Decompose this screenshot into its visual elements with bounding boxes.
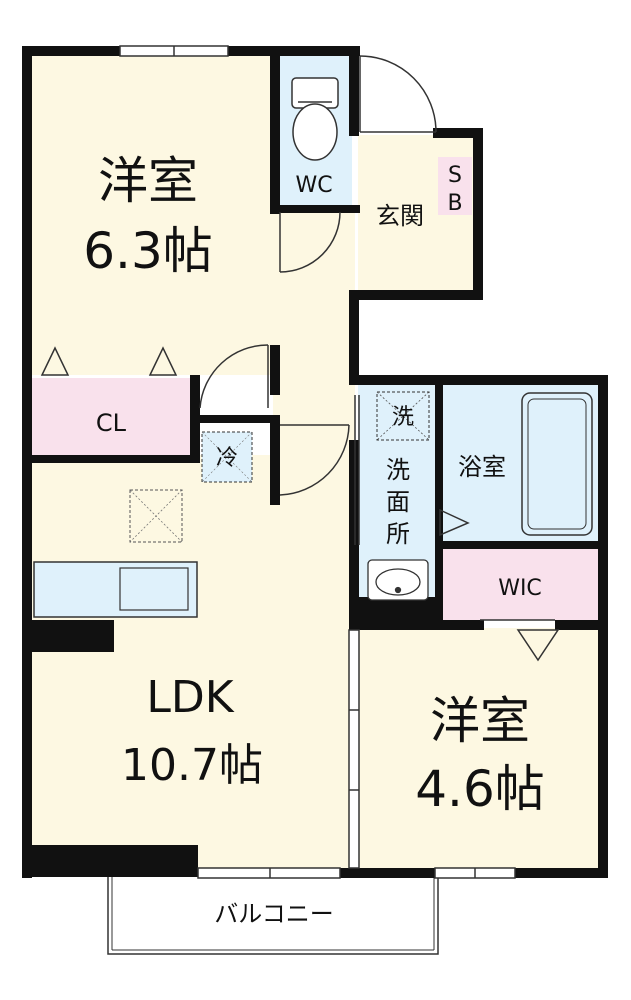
doors bbox=[40, 55, 560, 662]
closet-label: CL bbox=[96, 409, 127, 437]
shoebox-label-2: B bbox=[447, 191, 462, 216]
toilet-fixture bbox=[291, 77, 339, 161]
wc-label: WC bbox=[295, 173, 332, 198]
range-hood bbox=[129, 489, 183, 543]
western-room-2-size: 4.6帖 bbox=[415, 760, 545, 818]
walls bbox=[22, 46, 608, 878]
western-room-2-floor bbox=[358, 628, 600, 868]
sink bbox=[119, 567, 189, 611]
washer-label: 洗 bbox=[392, 405, 414, 430]
washer-space bbox=[376, 391, 430, 441]
washroom-label-3: 所 bbox=[386, 520, 410, 548]
wash-basin bbox=[367, 559, 429, 601]
corridor-floor bbox=[273, 210, 355, 460]
western-room-1-name: 洋室 bbox=[98, 152, 198, 210]
ldk-floor bbox=[30, 455, 355, 870]
western-room-2-name: 洋室 bbox=[430, 692, 530, 750]
bathtub bbox=[521, 392, 593, 536]
windows bbox=[119, 45, 516, 879]
fridge-space bbox=[201, 431, 253, 483]
shoebox-floor bbox=[438, 157, 472, 215]
range-hood-cross bbox=[129, 489, 183, 543]
ldk-name: LDK bbox=[146, 672, 234, 723]
western-room-1-size: 6.3帖 bbox=[83, 222, 213, 280]
shoebox-label-1: S bbox=[448, 163, 462, 188]
wic-label: WIC bbox=[498, 576, 542, 601]
closet-floor bbox=[32, 378, 190, 456]
bath-label: 浴室 bbox=[458, 453, 506, 481]
wic-floor bbox=[440, 549, 600, 620]
balcony-label: バルコニー bbox=[214, 900, 334, 928]
western-room-1-floor bbox=[30, 55, 273, 375]
washroom-label-2: 面 bbox=[386, 488, 410, 516]
entrance-label: 玄関 bbox=[376, 202, 424, 230]
bathtub-inner bbox=[527, 398, 587, 530]
fridge-label: 冷 bbox=[216, 446, 238, 471]
washroom-label-1: 洗 bbox=[386, 456, 410, 484]
ldk-size: 10.7帖 bbox=[121, 740, 263, 791]
